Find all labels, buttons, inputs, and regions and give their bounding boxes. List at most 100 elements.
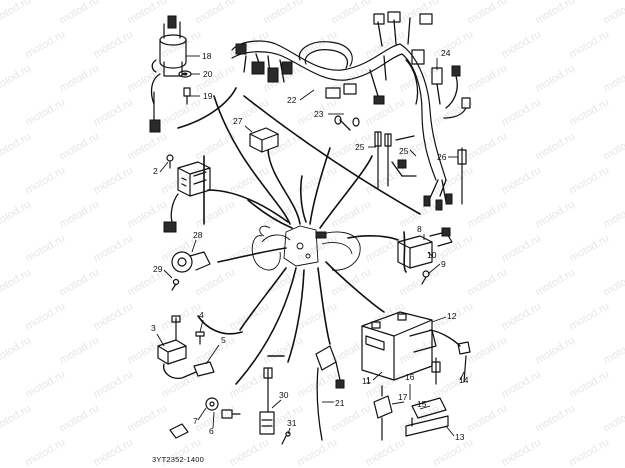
relay	[249, 127, 279, 153]
watermark-text: motod.ru	[432, 436, 476, 468]
callout-6: 6	[209, 426, 214, 436]
callout-27: 27	[233, 116, 243, 126]
horn	[171, 251, 211, 291]
watermark-text: motod.ru	[58, 334, 102, 366]
watermark-text: motod.ru	[58, 266, 102, 298]
callout-leaders	[156, 55, 465, 437]
watermark-text: motod.ru	[364, 164, 408, 196]
watermark-text: motod.ru	[466, 402, 510, 434]
watermark-text: motod.ru	[534, 62, 578, 94]
watermark-text: motod.ru	[500, 436, 544, 468]
watermark-text: motod.ru	[534, 0, 578, 27]
watermark-text: motod.ru	[92, 368, 136, 400]
watermark-text: motod.ru	[0, 0, 33, 27]
watermark-text: motod.ru	[500, 300, 544, 332]
watermark-text: motod.ru	[398, 266, 442, 298]
watermark-text: motod.ru	[602, 62, 625, 94]
watermark-text: motod.ru	[296, 28, 340, 60]
callout-23: 23	[314, 109, 324, 119]
watermark-text: motod.ru	[0, 402, 33, 434]
frame-outline	[251, 225, 361, 271]
callout-2: 2	[153, 166, 158, 176]
callout-13: 13	[455, 432, 465, 442]
callout-20: 20	[203, 69, 213, 79]
watermark-text: motod.ru	[126, 402, 170, 434]
callout-1: 1	[366, 375, 371, 385]
battery-group	[361, 311, 471, 441]
watermark-text: motod.ru	[296, 300, 340, 332]
watermark-text: motod.ru	[330, 0, 374, 27]
callout-7: 7	[193, 416, 198, 426]
callout-18: 18	[202, 51, 212, 61]
watermark-text: motod.ru	[534, 266, 578, 298]
watermark-text: motod.ru	[160, 300, 204, 332]
watermark-text: motod.ru	[466, 62, 510, 94]
watermark-text: motod.ru	[500, 368, 544, 400]
watermark-text: motod.ru	[24, 232, 68, 264]
watermark-text: motod.ru	[330, 130, 374, 162]
sensor-group	[259, 367, 291, 445]
callout-15: 15	[417, 399, 427, 409]
callout-30: 30	[279, 390, 289, 400]
callout-17: 17	[398, 392, 408, 402]
watermark-text: motod.ru	[126, 0, 170, 27]
watermark-text: motod.ru	[58, 198, 102, 230]
watermark-text: motod.ru	[534, 130, 578, 162]
watermark-text: motod.ru	[92, 164, 136, 196]
callout-9: 9	[441, 259, 446, 269]
watermark-text: motod.ru	[228, 232, 272, 264]
watermark-text: motod.ru	[568, 300, 612, 332]
watermark-text: motod.ru	[602, 198, 625, 230]
watermark-text: motod.ru	[364, 96, 408, 128]
watermark-text: motod.ru	[194, 62, 238, 94]
watermark-text: motod.ru	[92, 436, 136, 468]
watermark-text: motod.ru	[466, 198, 510, 230]
rectifier-regulator	[163, 154, 211, 233]
watermark-text: motod.ru	[602, 266, 625, 298]
callout-28: 28	[193, 230, 203, 240]
watermark-text: motod.ru	[228, 28, 272, 60]
watermark-text: motod.ru	[500, 164, 544, 196]
watermark-text: motod.ru	[432, 28, 476, 60]
watermark-text: motod.ru	[398, 0, 442, 27]
watermark-text: motod.ru	[466, 266, 510, 298]
ignition-coil-group	[157, 315, 241, 439]
leader-lines	[177, 87, 421, 385]
callout-19: 19	[203, 91, 213, 101]
callout-14: 14	[459, 375, 469, 385]
callout-25b: 25	[399, 146, 409, 156]
watermark-text: motod.ru	[296, 436, 340, 468]
watermark-text: motod.ru	[330, 198, 374, 230]
watermark-text: motod.ru	[568, 164, 612, 196]
watermark-text: motod.ru	[126, 62, 170, 94]
callout-25a: 25	[355, 142, 365, 152]
watermark-text: motod.ru	[58, 130, 102, 162]
cable-assembly	[315, 345, 345, 441]
watermark-text: motod.ru	[24, 164, 68, 196]
watermark-text: motod.ru	[58, 0, 102, 27]
watermark-text: motod.ru	[568, 28, 612, 60]
callout-10: 10	[427, 250, 437, 260]
callout-29: 29	[153, 264, 163, 274]
watermark-text: motod.ru	[194, 0, 238, 27]
watermark-text: motod.ru	[0, 198, 33, 230]
callout-22: 22	[287, 95, 297, 105]
callout-16: 16	[405, 372, 415, 382]
watermark-text: motod.ru	[568, 96, 612, 128]
watermark-text: motod.ru	[534, 334, 578, 366]
callout-5: 5	[221, 335, 226, 345]
watermark-text: motod.ru	[24, 436, 68, 468]
watermark-text: motod.ru	[432, 96, 476, 128]
callout-21: 21	[335, 398, 345, 408]
watermark-text: motod.ru	[92, 28, 136, 60]
main-switch-assembly	[149, 15, 192, 133]
watermark-text: motod.ru	[602, 334, 625, 366]
watermark-text: motod.ru	[92, 300, 136, 332]
watermark-text: motod.ru	[534, 198, 578, 230]
watermark-text: motod.ru	[568, 436, 612, 468]
watermark-text: motod.ru	[160, 96, 204, 128]
watermark-text: motod.ru	[432, 232, 476, 264]
watermark-text: motod.ru	[568, 368, 612, 400]
